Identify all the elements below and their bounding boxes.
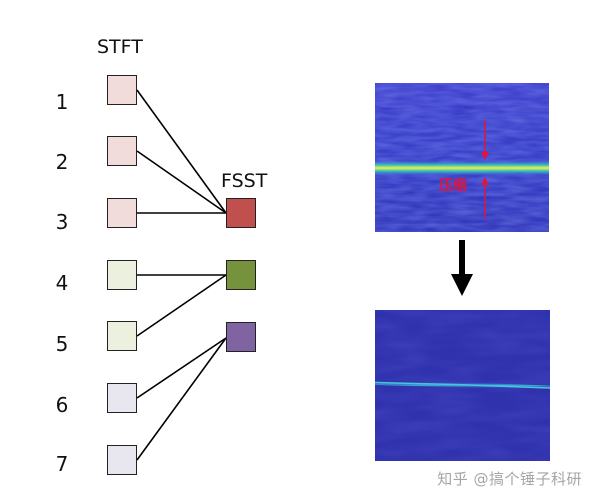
- row-label-2: 2: [55, 150, 69, 174]
- transform-arrow-icon: [451, 240, 473, 296]
- stft-signal-band: [375, 161, 549, 175]
- stft-label: STFT: [97, 36, 143, 58]
- stft-spectrogram: 压缩: [375, 83, 549, 232]
- fsst-label: FSST: [221, 170, 268, 192]
- stft-box-3: [107, 198, 137, 228]
- compress-annotation: 压缩: [439, 177, 467, 194]
- fsst-box-3: [226, 322, 256, 352]
- fsst-spectrogram: [375, 310, 550, 461]
- fsst-box-2: [226, 260, 256, 290]
- link-1: [136, 89, 227, 214]
- link-7: [136, 337, 227, 461]
- row-label-7: 7: [55, 452, 69, 476]
- row-label-1: 1: [55, 90, 69, 114]
- row-label-5: 5: [55, 332, 69, 356]
- watermark: 知乎 @搞个锤子科研: [437, 470, 582, 488]
- link-2: [136, 150, 227, 214]
- stft-box-4: [107, 260, 137, 290]
- row-label-3: 3: [55, 210, 69, 234]
- stft-box-7: [107, 445, 137, 475]
- compress-arrowhead-up: [481, 177, 489, 185]
- stft-box-5: [107, 321, 137, 351]
- row-label-4: 4: [55, 271, 69, 295]
- link-5: [136, 274, 227, 337]
- fsst-signal-core: [375, 381, 550, 389]
- compress-arrowhead-down: [481, 152, 489, 160]
- fsst-box-1: [226, 198, 256, 228]
- row-label-6: 6: [55, 393, 69, 417]
- stft-box-6: [107, 383, 137, 413]
- stft-noise-texture: [375, 83, 549, 232]
- stft-box-1: [107, 75, 137, 105]
- stft-box-2: [107, 136, 137, 166]
- link-6: [136, 337, 227, 399]
